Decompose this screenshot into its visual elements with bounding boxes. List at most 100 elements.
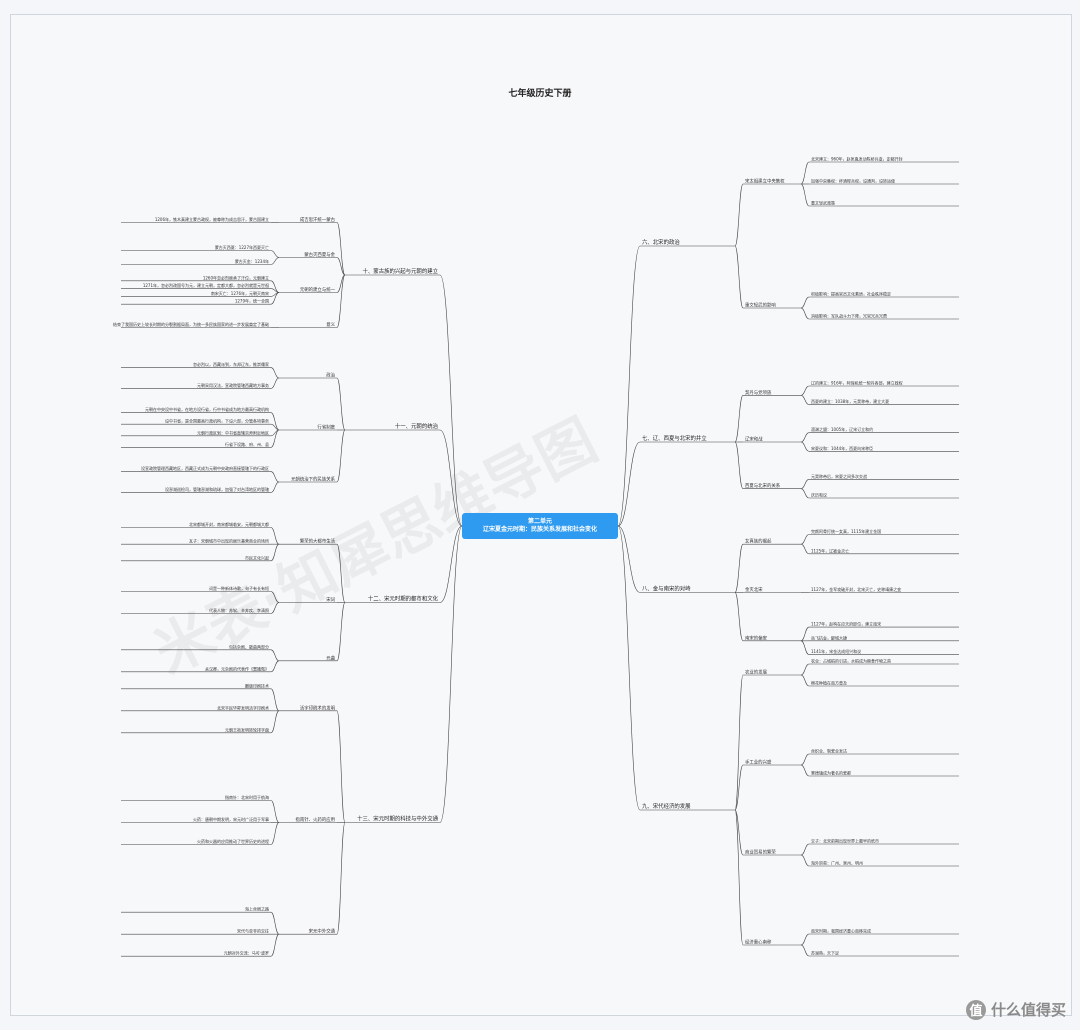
root-node[interactable]: 第二单元 辽宋夏金元时期：民族关系发展和社会变化 [462, 513, 618, 539]
item-label: 加强中央集权：杯酒释兵权，设通判，设转运使 [811, 178, 895, 184]
connector-line [336, 377, 346, 431]
connector-line [734, 764, 744, 811]
connector-line [800, 764, 810, 777]
item-label: 瓦子：宋朝城市中出现的娱乐兼营商业的场所 [189, 538, 269, 544]
connector-line [734, 809, 744, 856]
item-label: 澶渊之盟：1005年，辽宋订立和约 [811, 426, 873, 432]
connector-line [270, 660, 280, 673]
connector-line [734, 592, 744, 642]
connector-line [734, 543, 744, 593]
connector-line [617, 441, 641, 527]
connector-line [336, 274, 346, 293]
page-title: 七年级历史下册 [508, 89, 572, 99]
connector-line [800, 307, 810, 320]
subsection-label: 宋词 [326, 596, 335, 603]
brand-logo-icon: 值 [965, 999, 986, 1020]
item-label: 宋代与亚非的交往 [237, 928, 269, 934]
subsection-label: 女真族的崛起 [745, 538, 772, 545]
item-label: 元朝王祯发明转轮排字盘 [225, 726, 269, 732]
item-label: 北宋都城开封，南宋都城临安，元朝都城大都 [189, 521, 269, 527]
item-label: 海外贸易：广州、泉州、明州 [811, 860, 863, 866]
item-label: 行省下设路、府、州、县 [225, 441, 269, 447]
brand-text: 什么值得买 [990, 1001, 1066, 1019]
item-label: 火药：唐朝中期发明，宋元时广泛用于军事 [193, 816, 269, 822]
connector-line [439, 525, 463, 823]
connector-line [336, 822, 346, 935]
item-label: 元朝行政区划：中书省直辖京师附近地区 [197, 429, 269, 435]
connector-line [800, 488, 810, 499]
item-label: 积极影响：提高官员文化素质，社会秩序稳定 [811, 291, 891, 297]
subsection-label: 手工业的兴盛 [745, 759, 772, 766]
item-label: 北宋建立：960年，赵匡胤发动陈桥兵变，定都开封 [811, 156, 903, 162]
connector-line [800, 183, 810, 207]
item-label: 1125年，辽被金灭亡 [811, 547, 849, 553]
subsection-label: 蒙古灭西夏与金 [304, 251, 335, 258]
item-label: 1279年，统一全国 [235, 298, 269, 304]
subsection-label: 南宋的偏安 [745, 634, 768, 641]
connector-line [270, 412, 280, 431]
connector-line [270, 933, 280, 957]
section-label: 十、蒙古族的兴起与元朝的建立 [363, 267, 439, 275]
connector-line [439, 429, 463, 527]
subsection-label: 宋元中外交通 [309, 928, 336, 935]
subsection-label: 行省制度 [317, 424, 335, 431]
connector-line [270, 710, 280, 734]
item-label: 市民文化兴起 [245, 554, 269, 560]
subsection-label: 契丹与党项族 [745, 389, 772, 396]
connector-line [734, 674, 744, 811]
item-label: 火药和火器的应用推动了世界历史的进程 [197, 838, 269, 844]
subsection-label: 成吉思汗统一蒙古 [300, 216, 336, 223]
item-label: 词是一种新体诗歌，句子有长有短 [209, 585, 269, 591]
item-label: 1127年，金军攻破开封，北宋灭亡，史称靖康之变 [811, 586, 901, 592]
item-label: 元朝采用汉法，宣政院管辖西藏地方事务 [197, 382, 269, 388]
item-label: 南宋时期，我国经济重心南移完成 [811, 928, 871, 934]
item-label: 丝织业、制瓷业发达 [811, 748, 847, 754]
connector-line [800, 296, 810, 309]
item-label: 消极影响：军队战斗力下降，冗官冗兵冗费 [811, 313, 887, 319]
connector-line [800, 674, 810, 687]
subsection-label: 意义 [326, 321, 335, 328]
connector-line [800, 843, 810, 856]
item-label: 完颜阿骨打统一女真，1115年建立金国 [811, 528, 881, 534]
subsection-label: 元朝统治下的民族关系 [291, 476, 336, 483]
item-label: 棉花种植在南方普及 [811, 680, 847, 686]
item-label: 苏湖熟，天下足 [811, 950, 839, 956]
section-label: 六、北宋的政治 [642, 238, 680, 246]
section-label: 十三、宋元时期的科技与中外交通 [357, 815, 438, 823]
connector-line [439, 525, 463, 603]
root-line-2: 辽宋夏金元时期：民族关系发展和社会变化 [482, 526, 597, 533]
item-label: 1141年，宋金达成绍兴和议 [811, 648, 861, 654]
connector-line [734, 441, 744, 489]
item-label: 北宋平民毕昇发明活字印刷术 [217, 704, 269, 710]
item-label: 蒙古灭西夏：1227年西夏灭亡 [215, 244, 269, 250]
item-label: 1271年，忽必烈改国号为元，建立元朝，定都大都，忽必烈就是元世祖 [143, 282, 269, 288]
connector-line [734, 183, 744, 247]
subsection-label: 经济重心南移 [745, 939, 772, 946]
connector-line [270, 602, 280, 614]
connector-line [270, 292, 280, 305]
item-label: 1127年，赵构在应天府即位，建立南宋 [811, 621, 881, 627]
connector-line [734, 245, 744, 309]
connector-line [270, 543, 280, 562]
item-label: 景德镇成为著名的瓷都 [811, 770, 851, 776]
connector-line [336, 543, 346, 603]
item-label: 雕版印刷技术 [245, 682, 269, 688]
subsection-label: 繁荣的大都市生活 [300, 538, 336, 545]
item-label: 关汉卿，元杂剧的代表作《窦娥冤》 [205, 665, 269, 671]
item-label: 包括杂剧、散曲两部分 [229, 643, 269, 649]
connector-line [336, 602, 346, 662]
connector-line [336, 222, 346, 276]
connector-line [270, 800, 280, 823]
connector-line [800, 753, 810, 766]
connector-line [270, 429, 280, 448]
section-label: 十一、元朝的统治 [395, 422, 439, 430]
connector-line [270, 250, 280, 258]
connector-line [800, 432, 810, 443]
subsection-label: 重文轻武的影响 [745, 302, 776, 309]
connector-line [800, 385, 810, 396]
connector-line [800, 441, 810, 452]
item-label: 指南针：北宋时用于航海 [225, 794, 269, 800]
connector-line [800, 479, 810, 489]
